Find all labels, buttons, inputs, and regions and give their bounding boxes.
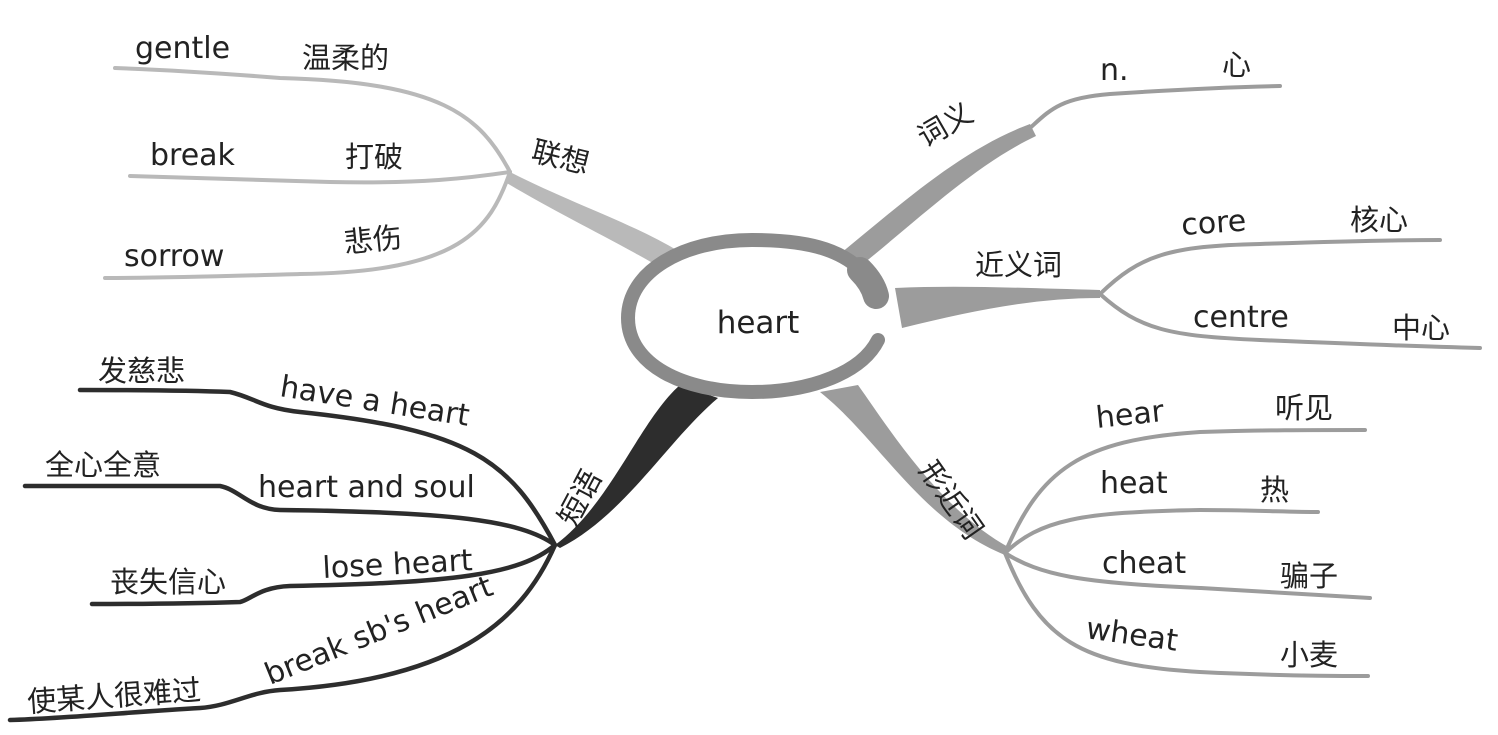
phrase-zh-2: 丧失信心 (110, 565, 226, 599)
phrase-zh-3: 使某人很难过 (26, 673, 202, 719)
trunk-association (505, 172, 680, 270)
sim-en-2: cheat (1102, 546, 1186, 581)
sim-zh-3: 小麦 (1280, 638, 1338, 672)
assoc-zh-0: 温柔的 (302, 41, 389, 75)
meaning-en-0: n. (1100, 53, 1129, 88)
branch-label-meaning: 词义 (912, 96, 979, 154)
syn-zh-1: 中心 (1392, 311, 1450, 345)
phrase-zh-1: 全心全意 (45, 448, 161, 482)
assoc-en-0: gentle (135, 31, 230, 66)
trunk-similar-forms (820, 385, 1010, 555)
sim-en-1: heat (1100, 466, 1168, 501)
assoc-en-1: break (150, 138, 236, 173)
meaning-zh-0: 心 (1222, 48, 1251, 82)
center-label: heart (717, 305, 800, 341)
center-node-ring (620, 232, 885, 400)
syn-zh-0: 核心 (1350, 203, 1408, 237)
assoc-zh-1: 打破 (345, 140, 403, 174)
branch-label-association: 联想 (528, 134, 593, 181)
syn-en-1: centre (1193, 300, 1289, 335)
branch-similar-forms (1003, 428, 1372, 678)
branch-association (103, 66, 512, 280)
branch-label-phrases: 短语 (551, 464, 608, 531)
branch-meaning (1028, 84, 1282, 130)
branch-label-similar-forms: 形近词 (912, 455, 990, 546)
sim-en-3: wheat (1084, 611, 1180, 659)
sim-en-0: hear (1094, 394, 1166, 436)
sim-zh-1: 热 (1260, 473, 1289, 507)
assoc-en-2: sorrow (124, 239, 224, 274)
trunk-meaning (835, 124, 1036, 268)
center-node-fill (630, 248, 874, 388)
branch-synonyms (1098, 238, 1482, 350)
phrase-en-2: lose heart (322, 543, 474, 586)
sim-zh-0: 听见 (1275, 391, 1333, 425)
branch-phrases (7, 387, 558, 723)
branch-label-synonyms: 近义词 (975, 248, 1062, 282)
center-node-ring-tail (847, 257, 889, 309)
trunk-synonyms (895, 286, 1100, 328)
phrase-zh-0: 发慈悲 (98, 354, 185, 388)
assoc-zh-2: 悲伤 (342, 220, 403, 260)
syn-en-0: core (1180, 204, 1247, 243)
sim-zh-2: 骗子 (1280, 559, 1338, 593)
phrase-en-1: heart and soul (258, 470, 475, 505)
trunk-phrases (555, 385, 718, 548)
